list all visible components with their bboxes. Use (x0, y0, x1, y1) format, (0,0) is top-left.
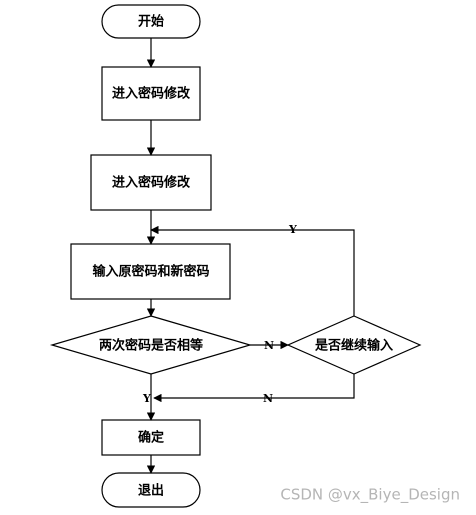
edge-continue-no-to-confirm (153, 374, 355, 403)
edge-label-continue-yes: Y (288, 223, 297, 236)
csdn-watermark: CSDN @vx_Biye_Design (280, 486, 460, 505)
enter-password-change-label-2: 进入密码修改 (112, 175, 191, 191)
edge-label-check-yes: Y (142, 392, 151, 405)
exit-label: 退出 (138, 483, 164, 499)
start-node: 开始 (101, 4, 201, 39)
exit-node: 退出 (101, 472, 201, 508)
confirm-label: 确定 (138, 430, 164, 446)
passwords-equal-label: 两次密码是否相等 (99, 338, 203, 354)
passwords-equal-decision: 两次密码是否相等 (49, 315, 253, 375)
enter-password-change-label-1: 进入密码修改 (112, 86, 191, 102)
continue-input-decision: 是否继续输入 (286, 315, 422, 375)
enter-password-change-node-2: 进入密码修改 (90, 154, 212, 211)
edge-label-check-no: N (264, 339, 274, 352)
enter-password-change-node-1: 进入密码修改 (101, 66, 201, 121)
edge-label-continue-no: N (263, 392, 273, 405)
edge-continue-yes-loop (150, 225, 355, 316)
input-password-label: 输入原密码和新密码 (92, 264, 209, 280)
start-label: 开始 (138, 14, 164, 30)
input-password-node: 输入原密码和新密码 (70, 243, 231, 300)
continue-input-label: 是否继续输入 (314, 338, 393, 354)
confirm-node: 确定 (101, 419, 201, 456)
